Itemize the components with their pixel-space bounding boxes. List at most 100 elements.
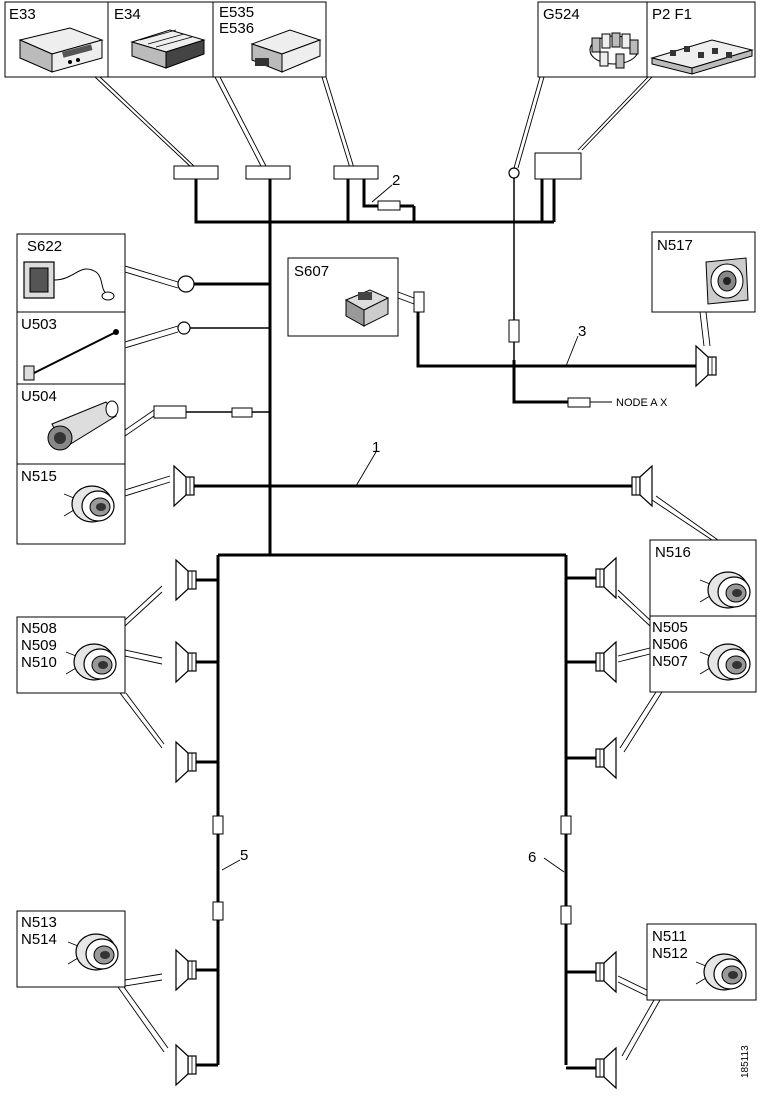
inline-connectors	[153, 200, 591, 925]
n510-speaker-symbol	[175, 741, 197, 783]
n508-speaker-symbol	[175, 559, 197, 601]
n516-label: N516	[655, 544, 691, 561]
inline-connector-w5-a	[212, 815, 224, 835]
n505-leader	[617, 589, 651, 627]
g524-box: G524	[537, 1, 648, 78]
n517-label: N517	[657, 237, 693, 254]
s607-connector	[413, 291, 425, 313]
n517-box: N517	[651, 231, 756, 313]
s607-leader	[397, 291, 415, 305]
s607-box: S607	[287, 257, 399, 337]
n507-speaker-symbol	[595, 737, 617, 779]
g524-label: G524	[543, 6, 580, 23]
n505-speaker-symbol	[595, 557, 617, 599]
n505-label: N505	[652, 619, 688, 636]
n512-leader	[621, 999, 661, 1061]
wire5-pointer	[221, 859, 241, 871]
wire-2-label: 2	[392, 172, 400, 189]
p2f1-illustration	[650, 39, 754, 75]
n505-n507-box: N505 N506 N507	[649, 615, 757, 693]
u504-connector	[153, 405, 187, 419]
n508-leader	[124, 585, 163, 627]
wire-6-label: 6	[528, 849, 536, 866]
n511-label: N511	[652, 928, 687, 945]
e535-connector	[333, 165, 379, 180]
n512-speaker-symbol	[595, 1047, 617, 1089]
p2f1-label: P2 F1	[652, 6, 692, 23]
wire6-pointer	[543, 857, 565, 873]
u503-illustration	[23, 329, 119, 381]
n506-leader	[617, 647, 651, 663]
wire-number-labels: 2 3 1 5 6	[221, 172, 586, 873]
p2f1-connector	[534, 152, 582, 180]
n513-n514-box: N513 N514	[16, 910, 126, 988]
n515-label: N515	[21, 468, 57, 485]
n513-speaker-symbol	[175, 949, 197, 991]
u503-label: U503	[21, 316, 57, 333]
p2-f1-box: P2 F1	[646, 1, 756, 78]
harness-wires	[186, 178, 700, 1070]
e33-box: E33	[4, 1, 109, 78]
n509-speaker-symbol	[175, 641, 197, 683]
n507-label: N507	[652, 653, 688, 670]
n516-box: N516	[649, 539, 757, 617]
e33-label: E33	[9, 6, 36, 23]
g524-illustration	[589, 32, 639, 69]
s607-label: S607	[294, 263, 329, 280]
n513-leader	[124, 973, 163, 987]
u503-box: U503	[16, 311, 126, 385]
e535-e536-box: E535 E536	[212, 1, 327, 78]
n517-illustration	[705, 257, 749, 305]
n510-leader	[119, 692, 165, 749]
n517-leader	[699, 311, 711, 347]
e34-connector	[245, 165, 291, 180]
n508-n510-box: N508 N509 N510	[16, 616, 126, 694]
inline-connector-w6-a	[560, 815, 572, 835]
e33-connector	[173, 165, 219, 180]
u504-box: U504	[16, 383, 126, 465]
g524-connector	[508, 167, 520, 179]
wire1-pointer	[355, 451, 377, 487]
n509-label: N509	[21, 637, 57, 654]
u503-connector	[177, 321, 191, 335]
n512-label: N512	[652, 945, 688, 962]
wire-1-label: 1	[372, 439, 380, 456]
n514-label: N514	[21, 931, 57, 948]
n507-leader	[619, 691, 663, 753]
n506-label: N506	[652, 636, 688, 653]
inline-connector-node	[567, 397, 591, 408]
n514-speaker-symbol	[175, 1044, 197, 1086]
wire-5-label: 5	[240, 847, 248, 864]
s622-illustration	[23, 261, 115, 301]
n516-leader	[651, 495, 719, 541]
e536-label: E536	[219, 20, 254, 37]
inline-connector-w6-b	[560, 905, 572, 925]
node-ax-label: NODE A X	[616, 397, 668, 409]
u504-leader	[124, 409, 155, 437]
n506-speaker-symbol	[595, 641, 617, 683]
s622-connector	[177, 275, 195, 293]
n516-speaker-symbol	[631, 465, 653, 507]
inline-connector-w5-b	[212, 901, 224, 921]
inline-connector-g524	[508, 319, 520, 343]
e34-label: E34	[114, 6, 141, 23]
wire3-pointer	[565, 335, 579, 367]
n509-leader	[124, 649, 163, 665]
wire2-pointer	[371, 184, 393, 203]
s622-box: S622	[16, 233, 126, 313]
s607-illustration	[344, 289, 390, 327]
document-number: 185113	[740, 1045, 751, 1078]
u504-illustration	[47, 400, 119, 451]
e33-illustration	[18, 27, 104, 73]
wire-3-label: 3	[578, 323, 586, 340]
n515-speaker-symbol	[173, 465, 195, 507]
n517-speaker-symbol	[695, 345, 717, 387]
e34-box: E34	[107, 1, 214, 78]
s622-label: S622	[27, 238, 62, 255]
n511-leader	[617, 975, 648, 997]
inline-connector-wire2	[377, 200, 401, 211]
inline-connector-u504	[231, 407, 253, 418]
n515-leader	[124, 475, 171, 497]
top-leader-lines	[94, 76, 653, 169]
